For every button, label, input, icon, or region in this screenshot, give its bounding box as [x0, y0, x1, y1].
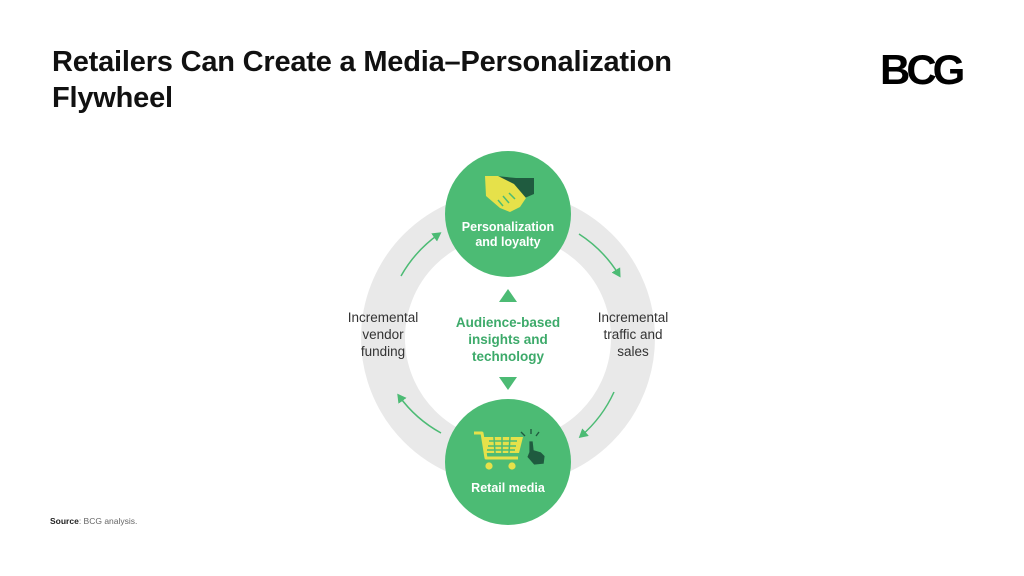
page-title-line-1: Retailers Can Create a Media–Personaliza… — [52, 46, 672, 78]
arrow-top-right — [578, 233, 621, 278]
arrow-top-left — [400, 232, 442, 277]
bcg-logo-text: BCG — [880, 48, 964, 88]
left-label-line-2: vendor — [362, 327, 404, 342]
left-label-line-1: Incremental — [347, 310, 419, 325]
down-triangle-icon — [499, 377, 517, 390]
source-label: Source — [50, 516, 79, 526]
bcg-logo: BCG — [880, 48, 968, 88]
source-note: Source: BCG analysis. — [50, 516, 137, 526]
retail-media-label: Retail media — [471, 481, 545, 495]
center-label-line-3: technology — [471, 349, 544, 364]
retail-media-node — [445, 399, 571, 525]
right-label-line-2: traffic and — [603, 327, 663, 342]
pointer-hand-icon — [520, 429, 546, 466]
retail-media-node-label: Retail media — [448, 481, 568, 496]
right-label-line-3: sales — [617, 344, 649, 359]
right-label-line-1: Incremental — [597, 310, 669, 325]
source-text: : BCG analysis. — [78, 516, 138, 526]
center-label-line-2: insights and — [468, 332, 548, 347]
page-title-line-2: Flywheel — [52, 82, 173, 114]
personalization-node-label: Personalization and loyalty — [448, 220, 568, 250]
center-label: Audience-based insights and technology — [438, 314, 578, 365]
arrow-bottom-left — [397, 393, 442, 434]
handshake-icon — [485, 176, 534, 212]
left-label-line-3: funding — [360, 344, 406, 359]
personalization-node — [445, 151, 571, 277]
up-triangle-icon — [499, 289, 517, 302]
arrow-bottom-right — [578, 391, 615, 438]
personalization-label-line-1: Personalization — [461, 220, 555, 234]
right-label: Incremental traffic and sales — [578, 309, 688, 360]
personalization-label-line-2: and loyalty — [475, 235, 541, 249]
center-label-line-1: Audience-based — [455, 315, 561, 330]
page-title: Retailers Can Create a Media–Personaliza… — [52, 44, 772, 116]
left-label: Incremental vendor funding — [328, 309, 438, 360]
shopping-cart-icon — [474, 431, 523, 470]
